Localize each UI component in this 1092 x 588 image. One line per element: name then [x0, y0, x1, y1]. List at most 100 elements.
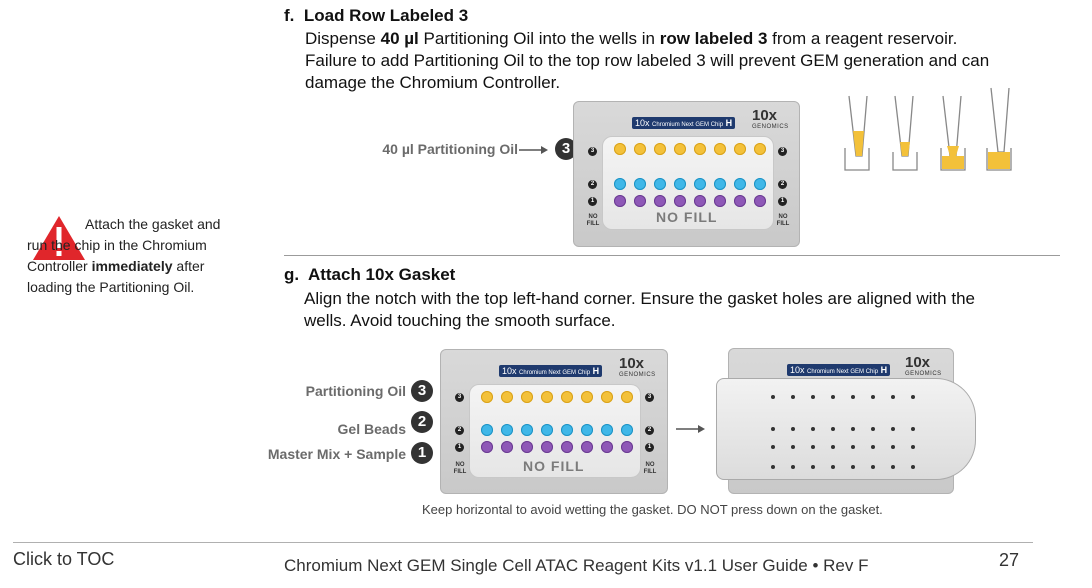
- step-g-line2: wells. Avoid touching the smooth surface…: [304, 311, 616, 330]
- row-number-1: 1: [455, 443, 464, 452]
- gasket-hole: [851, 395, 855, 399]
- well-blue: [501, 424, 513, 436]
- well-yellow: [621, 391, 633, 403]
- gasket-hole: [851, 445, 855, 449]
- step-f-volume: 40 µl: [380, 29, 419, 48]
- well-purple: [481, 441, 493, 453]
- well-blue: [734, 178, 746, 190]
- step-g-heading: g. Attach 10x Gasket: [284, 265, 455, 285]
- step-f-marker: f.: [284, 6, 295, 25]
- row-number-2: 2: [455, 426, 464, 435]
- well-blue: [581, 424, 593, 436]
- toc-link[interactable]: Click to TOC: [13, 549, 115, 569]
- document-title: Chromium Next GEM Single Cell ATAC Reage…: [284, 556, 869, 575]
- well-yellow: [694, 143, 706, 155]
- well-purple: [654, 195, 666, 207]
- gasket-hole: [791, 445, 795, 449]
- callout-arrow-icon: [519, 146, 548, 154]
- label-gel-beads: Gel Beads: [337, 421, 406, 437]
- gasket-hole: [771, 465, 775, 469]
- chip-brand-sub: GENOMICS: [905, 371, 942, 377]
- step-f-body: Dispense 40 µl Partitioning Oil into the…: [305, 28, 1065, 94]
- row-number-2-right: 2: [778, 180, 787, 189]
- step-f-line3: damage the Chromium Controller.: [305, 73, 561, 92]
- pipette-tips-icon: [844, 87, 1012, 171]
- gasket-hole: [811, 445, 815, 449]
- row-number-3: 3: [588, 147, 597, 156]
- gasket-hole: [811, 465, 815, 469]
- warning-text: Attach the gasket and run the chip in th…: [27, 214, 227, 298]
- gasket-hole: [891, 465, 895, 469]
- gasket-hole: [891, 395, 895, 399]
- no-fill-left: NO FILL: [453, 462, 467, 475]
- gasket-hole: [891, 427, 895, 431]
- well-purple: [634, 195, 646, 207]
- gasket-hole: [911, 427, 915, 431]
- step-f-line1-post: from a reagent reservoir.: [767, 29, 958, 48]
- no-fill-label: NO FILL: [523, 458, 585, 474]
- gasket-hole: [811, 427, 815, 431]
- well-yellow: [634, 143, 646, 155]
- well-purple: [621, 441, 633, 453]
- row-number-2-right: 2: [645, 426, 654, 435]
- step-f-line2: Failure to add Partitioning Oil to the t…: [305, 51, 990, 70]
- gasket-hole: [891, 445, 895, 449]
- well-yellow: [561, 391, 573, 403]
- chip-label-name: Chromium Next GEM Chip: [652, 122, 724, 128]
- well-blue: [521, 424, 533, 436]
- oil-volume-callout: 40 µl Partitioning Oil: [382, 141, 518, 157]
- chip-label-letter: H: [592, 366, 600, 376]
- no-fill-left: NO FILL: [586, 214, 600, 227]
- well-purple: [521, 441, 533, 453]
- well-purple: [561, 441, 573, 453]
- gasket-hole: [851, 465, 855, 469]
- well-purple: [674, 195, 686, 207]
- well-blue: [634, 178, 646, 190]
- row-number-1-right: 1: [778, 197, 787, 206]
- well-blue: [621, 424, 633, 436]
- row-number-3: 3: [455, 393, 464, 402]
- gasket-hole: [771, 445, 775, 449]
- well-blue: [654, 178, 666, 190]
- gasket-hole: [871, 427, 875, 431]
- warning-text-1: Attach the gasket and run the chip in th…: [27, 216, 221, 274]
- chip-label-letter: H: [880, 365, 888, 375]
- gasket-hole: [871, 395, 875, 399]
- well-yellow: [601, 391, 613, 403]
- gasket-hole: [791, 395, 795, 399]
- well-purple: [541, 441, 553, 453]
- chip-label: 10x Chromium Next GEM Chip H: [787, 364, 891, 376]
- warning-text-2: after loading the Partitioning Oil.: [27, 258, 205, 295]
- chip-label-10x: 10x: [790, 365, 805, 375]
- page-number: 27: [999, 550, 1020, 570]
- gasket-hole: [831, 395, 835, 399]
- chip-brand-text: 10x: [619, 355, 645, 372]
- chip-label-name: Chromium Next GEM Chip: [807, 369, 879, 375]
- well-purple: [754, 195, 766, 207]
- badge-master-mix: 1: [411, 442, 433, 464]
- well-yellow: [714, 143, 726, 155]
- badge-oil: 3: [411, 380, 433, 402]
- well-yellow: [754, 143, 766, 155]
- chip-brand-text: 10x: [905, 354, 931, 371]
- step-f-line1-pre: Dispense: [305, 29, 381, 48]
- gasket-hole: [771, 395, 775, 399]
- chip-brand-text: 10x: [752, 107, 778, 124]
- gasket-hole: [831, 465, 835, 469]
- well-purple: [734, 195, 746, 207]
- row-number-3-right: 3: [778, 147, 787, 156]
- well-blue: [481, 424, 493, 436]
- chip-brand-sub: GENOMICS: [752, 124, 789, 130]
- chip-brand-sub: GENOMICS: [619, 372, 656, 378]
- well-purple: [614, 195, 626, 207]
- gasket-hole: [871, 465, 875, 469]
- chip-label-letter: H: [725, 118, 733, 128]
- well-yellow: [614, 143, 626, 155]
- gasket-caption: Keep horizontal to avoid wetting the gas…: [422, 502, 883, 517]
- well-purple: [714, 195, 726, 207]
- step-g-body: Align the notch with the top left-hand c…: [304, 288, 1064, 332]
